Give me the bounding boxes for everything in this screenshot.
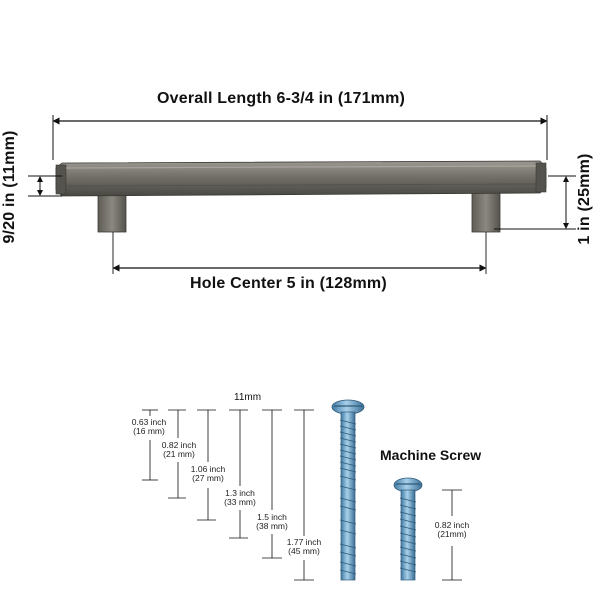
- machine-screw-length-label: 0.82 inch (21mm): [434, 520, 470, 539]
- machine-screw: [393, 477, 423, 581]
- overall-length-dimension: [52, 115, 548, 160]
- screw-length-label: 0.63 inch (16 mm): [131, 417, 167, 436]
- screw-length-brackets: [142, 409, 314, 581]
- machine-screw-bracket: [442, 489, 462, 581]
- breakaway-screw: [331, 399, 365, 581]
- screw-length-label: 1.77 inch (45 mm): [286, 537, 322, 556]
- screw-length-label: 0.82 inch (21 mm): [161, 440, 197, 459]
- bar-thickness-dimension: [28, 175, 62, 197]
- projection-label: 1 in (25mm): [576, 153, 593, 245]
- hole-center-label: Hole Center 5 in (128mm): [190, 275, 387, 292]
- bar-thickness-label: 9/20 in (11mm): [1, 130, 18, 244]
- projection-dimension: [494, 175, 576, 230]
- screw-length-label: 1.5 inch (38 mm): [256, 512, 288, 531]
- screw-length-label: 1.06 inch (27 mm): [190, 464, 226, 483]
- machine-screw-title: Machine Screw: [380, 447, 482, 463]
- screw-length-label: 1.3 inch (33 mm): [224, 488, 256, 507]
- cabinet-handle: [55, 160, 547, 233]
- overall-length-label: Overall Length 6-3/4 in (171mm): [157, 90, 406, 107]
- hole-center-dimension: [112, 232, 487, 274]
- screw-top-label: 11mm: [234, 392, 262, 403]
